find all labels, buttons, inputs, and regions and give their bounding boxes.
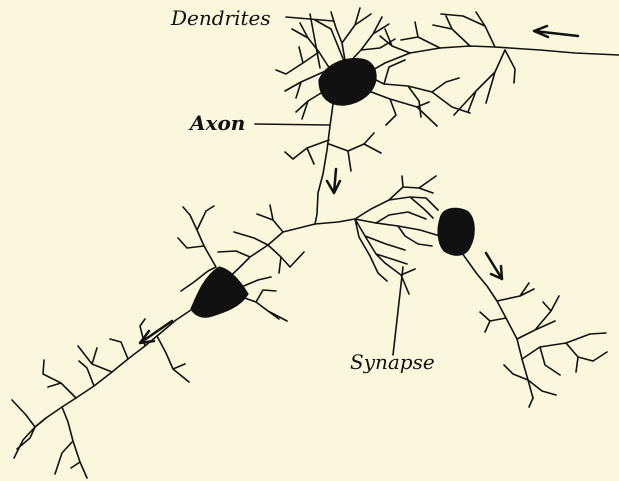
lower-left-neuron-soma [191, 267, 248, 317]
axon-branch-to-left-neuron [218, 205, 315, 281]
dendrites-leader-line [286, 17, 333, 21]
right-axon [462, 253, 533, 398]
axon-label: Axon [190, 113, 245, 133]
top-dendrites-right [366, 60, 470, 126]
axon-leader-line [255, 124, 329, 125]
left-axon-branches [12, 319, 189, 478]
axon-signal-arrow [327, 169, 340, 193]
left-neuron-right-dendrites [239, 277, 287, 321]
right-neuron-soma [438, 208, 474, 255]
right-neuron-dendrite-field [355, 176, 438, 294]
top-axon [315, 104, 333, 224]
axon-collaterals [285, 133, 381, 171]
top-dendrites-left [276, 23, 330, 119]
left-axon-signal-arrow [140, 321, 172, 343]
right-axon-branches [480, 283, 607, 407]
right-axon-signal-arrow [486, 253, 502, 279]
incoming-terminal-branches [380, 12, 515, 115]
synapse-label: Synapse [350, 352, 435, 372]
dendrites-label: Dendrites [171, 8, 271, 28]
incoming-signal-arrow [534, 26, 578, 37]
synapse-leader-line [393, 267, 403, 355]
